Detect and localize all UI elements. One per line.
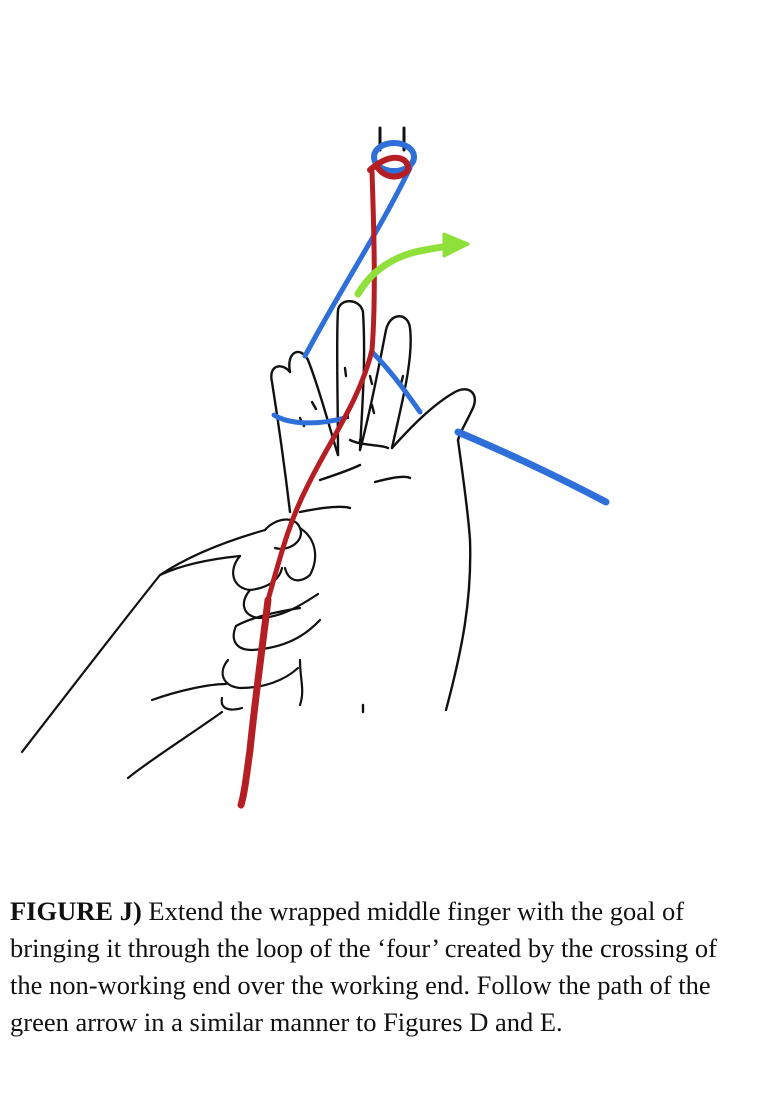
working-end-rope	[237, 155, 412, 809]
wrapped-hand-outline	[270, 300, 477, 714]
figure-caption: FIGURE J) Extend the wrapped middle fing…	[10, 893, 750, 1041]
holding-hand-outline	[20, 518, 322, 780]
non-working-end-rope	[271, 140, 610, 506]
caption-text: Extend the wrapped middle finger with th…	[10, 896, 717, 1037]
green-arrow-icon	[354, 232, 470, 298]
figure-label: FIGURE J)	[10, 896, 142, 926]
knot-illustration	[20, 126, 610, 809]
